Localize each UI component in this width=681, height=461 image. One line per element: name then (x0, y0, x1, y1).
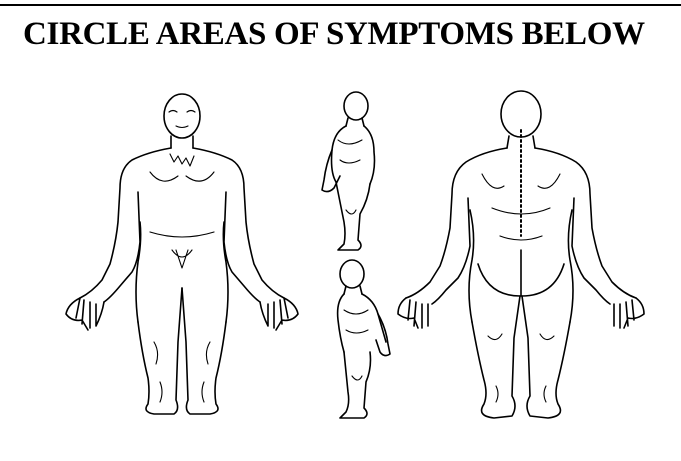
body-figure-side-lower[interactable] (330, 258, 402, 422)
form-title: CIRCLE AREAS OF SYMPTOMS BELOW (23, 14, 645, 54)
body-figure-front[interactable] (62, 92, 306, 422)
body-figure-back[interactable] (396, 90, 646, 424)
top-divider (0, 4, 681, 6)
body-figure-side-upper[interactable] (318, 90, 390, 254)
